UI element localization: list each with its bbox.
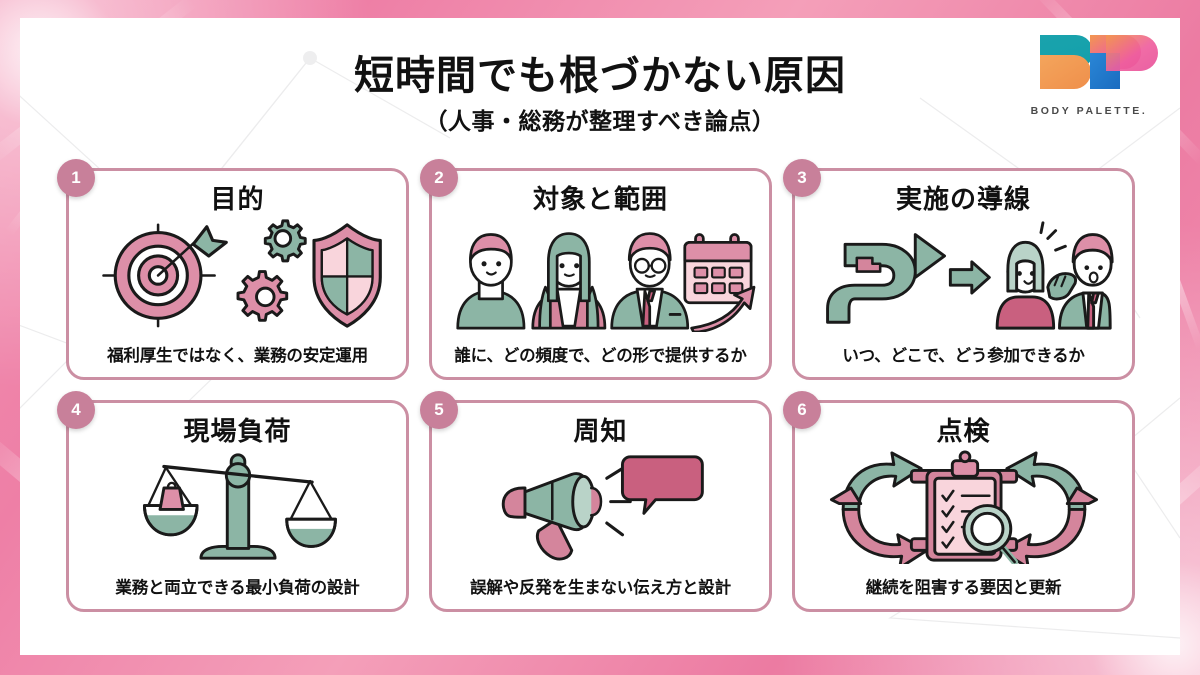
card-illustration (79, 449, 396, 564)
card-caption: 誤解や反発を生まない伝え方と設計 (470, 579, 731, 597)
card-title: 目的 (210, 184, 265, 214)
card-title: 現場負荷 (183, 416, 292, 446)
card-illustration (442, 449, 759, 564)
topic-card-4[interactable]: 4 現場負荷 (57, 391, 409, 612)
topic-card-grid: 1 目的 (57, 159, 1141, 612)
people-calendar-icon (455, 232, 755, 332)
card-title: 実施の導線 (895, 184, 1031, 214)
card-caption: 誰に、どの頻度で、どの形で提供するか (454, 347, 747, 365)
topic-card-2[interactable]: 2 対象と範囲 (420, 159, 772, 380)
topic-card-1[interactable]: 1 目的 (57, 159, 409, 380)
page-title: 短時間でも根づかない原因 (354, 54, 846, 98)
card-illustration (79, 217, 396, 332)
brand-logo: BODY PALETTE. (1016, 25, 1162, 129)
card-number-badge: 2 (420, 159, 458, 197)
card-caption: 業務と両立できる最小負荷の設計 (115, 579, 360, 597)
card-number-badge: 5 (420, 391, 458, 429)
topic-card-6[interactable]: 6 点検 (783, 391, 1135, 612)
cycle-clipboard-magnifier-icon (829, 450, 1098, 564)
card-caption: 福利厚生ではなく、業務の安定運用 (107, 347, 368, 365)
body-palette-mark-icon (1040, 35, 1158, 89)
megaphone-speech-bubble-icon (501, 455, 704, 561)
page-subtitle: （人事・総務が整理すべき論点） (424, 108, 776, 134)
card-illustration (805, 217, 1122, 332)
card-number-badge: 4 (57, 391, 95, 429)
card-number-badge: 6 (783, 391, 821, 429)
card-title: 対象と範囲 (532, 184, 668, 214)
card-illustration (805, 449, 1122, 564)
topic-card-3[interactable]: 3 実施の導線 (783, 159, 1135, 380)
balance-scale-icon (142, 453, 337, 560)
content-panel: 短時間でも根づかない原因 （人事・総務が整理すべき論点） (20, 18, 1180, 655)
s-arrow-people-talking-icon (825, 221, 1114, 330)
brand-name: BODY PALETTE. (1030, 105, 1148, 117)
card-caption: 継続を阻害する要因と更新 (865, 579, 1062, 597)
card-title: 点検 (936, 416, 991, 446)
target-gears-shield-icon (101, 219, 382, 328)
card-caption: いつ、どこで、どう参加できるか (842, 347, 1085, 365)
card-number-badge: 3 (783, 159, 821, 197)
card-title: 周知 (573, 416, 628, 446)
card-illustration (442, 217, 759, 332)
card-number-badge: 1 (57, 159, 95, 197)
topic-card-5[interactable]: 5 周知 (420, 391, 772, 612)
slide-header: 短時間でも根づかない原因 （人事・総務が整理すべき論点） (20, 18, 1180, 146)
